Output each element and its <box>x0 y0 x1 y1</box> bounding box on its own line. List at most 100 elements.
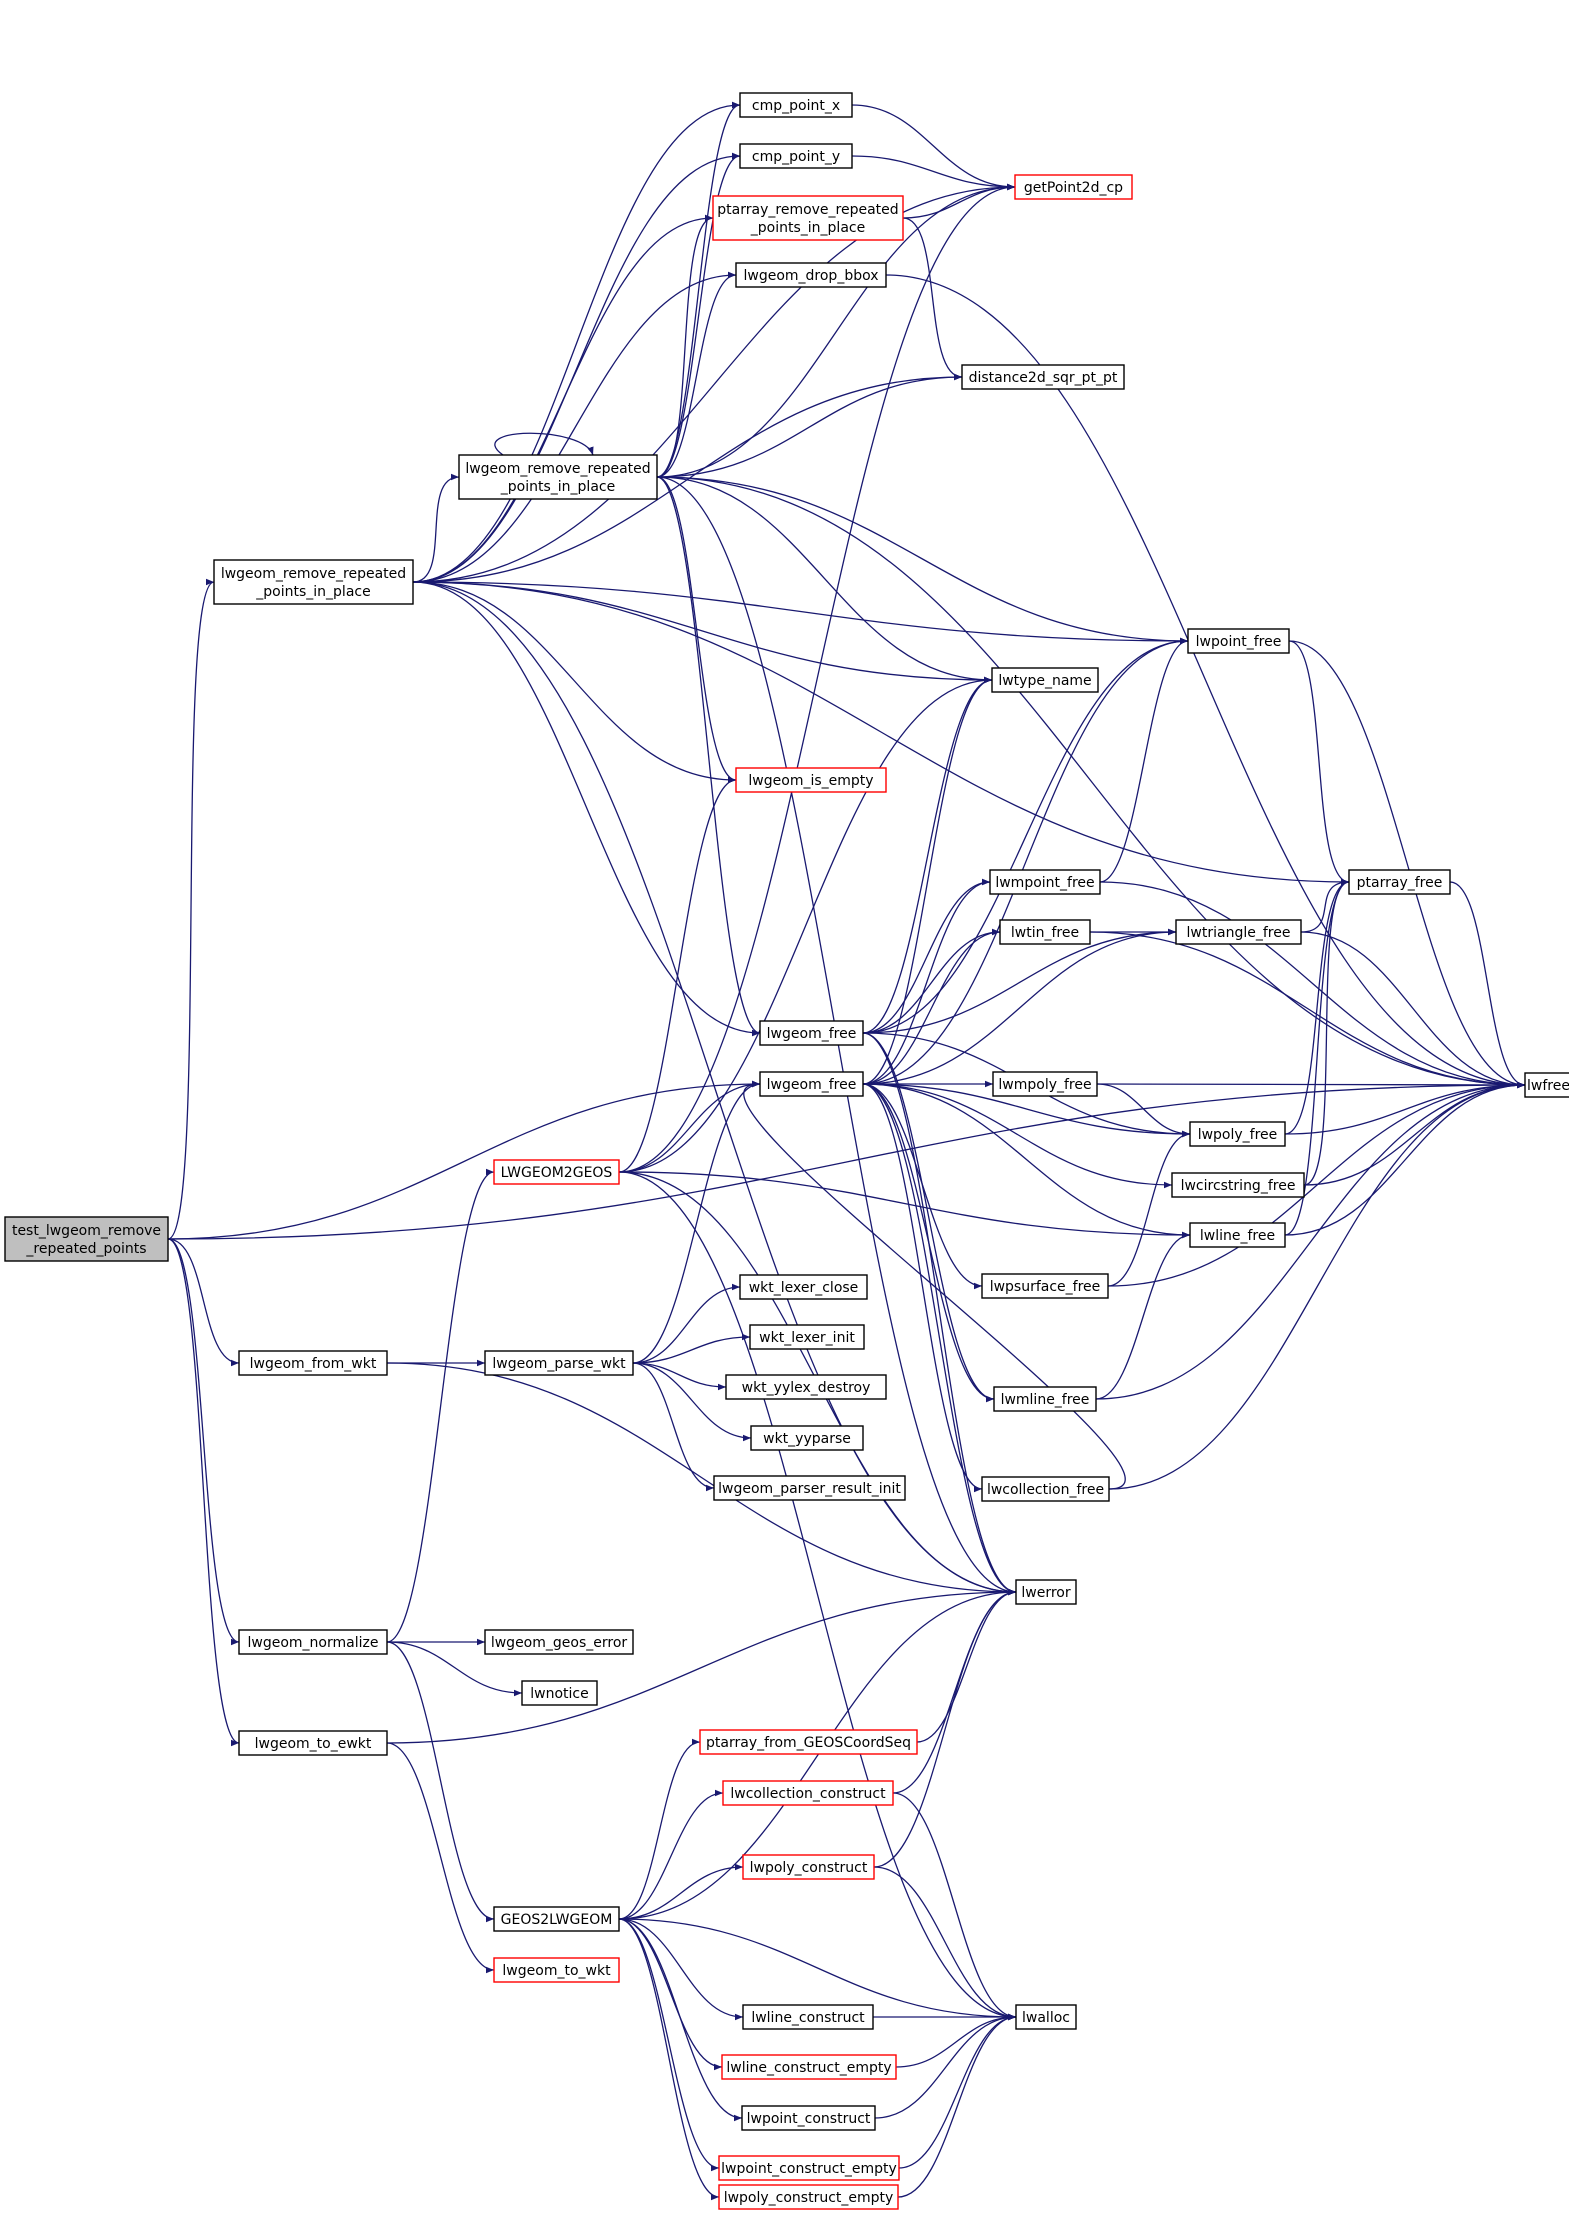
node-lwtriangle_free[interactable]: lwtriangle_free <box>1175 919 1302 945</box>
node-lwpoly_construct[interactable]: lwpoly_construct <box>742 1854 875 1880</box>
node-ptarray_from_GEOSCoordSeq[interactable]: ptarray_from_GEOSCoordSeq <box>699 1729 918 1755</box>
node-lwpoint_construct_empty[interactable]: lwpoint_construct_empty <box>718 2155 900 2181</box>
edge-lwpoly_free-to-lwfree <box>1284 1081 1526 1135</box>
edge-root-to-lwgeom_from_wkt <box>167 1238 240 1367</box>
edge-lrrp_outer-to-lwgeom_drop_bbox <box>412 271 737 583</box>
edge-GEOS2LWGEOM-to-lwline_construct_empty <box>618 1918 723 2071</box>
node-lwmpoint_free[interactable]: lwmpoint_free <box>989 869 1101 895</box>
node-wkt_yylex_destroy[interactable]: wkt_yylex_destroy <box>725 1374 887 1400</box>
edge-ptarray_free-to-lwfree <box>1449 881 1526 1089</box>
node-label: test_lwgeom_remove <box>12 1223 161 1239</box>
node-lwline_construct[interactable]: lwline_construct <box>742 2004 874 2030</box>
node-ptarray_free[interactable]: ptarray_free <box>1348 869 1451 895</box>
node-wkt_yyparse[interactable]: wkt_yyparse <box>750 1425 864 1451</box>
node-lwpoint_free[interactable]: lwpoint_free <box>1187 628 1290 654</box>
node-lwgeom_parser_result_init[interactable]: lwgeom_parser_result_init <box>713 1475 906 1501</box>
node-box <box>238 1629 388 1655</box>
node-lwerror[interactable]: lwerror <box>1015 1579 1077 1605</box>
node-box <box>521 1680 598 1706</box>
edge-lwgeom_parse_wkt-to-lwgeom_parser_result_init <box>632 1362 715 1492</box>
node-LWGEOM2GEOS[interactable]: LWGEOM2GEOS <box>493 1159 620 1185</box>
node-lwtype_name[interactable]: lwtype_name <box>991 667 1099 693</box>
edge-lrrp_outer-to-cmp_point_x <box>412 101 741 583</box>
edge-lwgeom_normalize-to-GEOS2LWGEOM <box>386 1641 495 1923</box>
node-lwpoly_construct_empty[interactable]: lwpoly_construct_empty <box>718 2184 899 2210</box>
edge-lwgeom_parse_wkt-to-wkt_yylex_destroy <box>632 1362 727 1391</box>
edge-lwgeom_free_b-to-lwtriangle_free <box>862 928 1177 1085</box>
node-lwgeom_parse_wkt[interactable]: lwgeom_parse_wkt <box>484 1350 634 1376</box>
node-lwgeom_is_empty[interactable]: lwgeom_is_empty <box>735 767 887 793</box>
node-lwnotice[interactable]: lwnotice <box>521 1680 598 1706</box>
node-lwgeom_free_a[interactable]: lwgeom_free <box>759 1020 864 1046</box>
node-root[interactable]: test_lwgeom_remove_repeated_points <box>4 1216 169 1262</box>
node-lrrp_inner[interactable]: lwgeom_remove_repeated_points_in_place <box>458 454 658 500</box>
edge-lwline_free-to-lwfree <box>1284 1081 1526 1236</box>
node-box <box>991 667 1099 693</box>
node-label: wkt_yyparse <box>763 1431 851 1447</box>
edge-lrrp_outer-to-lwpoint_free <box>412 581 1189 645</box>
node-lwcircstring_free[interactable]: lwcircstring_free <box>1171 1172 1305 1198</box>
node-lwline_construct_empty[interactable]: lwline_construct_empty <box>721 2054 897 2080</box>
edge-lwcollection_free-to-lwfree <box>1108 1081 1526 1490</box>
node-lwgeom_free_b[interactable]: lwgeom_free <box>759 1071 864 1097</box>
node-label: lwgeom_geos_error <box>491 1635 628 1651</box>
node-lwcollection_free[interactable]: lwcollection_free <box>981 1476 1110 1502</box>
node-lwcollection_construct[interactable]: lwcollection_construct <box>722 1780 894 1806</box>
edge-root-to-lwfree <box>167 1081 1526 1240</box>
node-box <box>999 919 1091 945</box>
node-label: _points_in_place <box>500 479 615 495</box>
node-label: lwtin_free <box>1011 925 1079 941</box>
node-lwpoint_construct[interactable]: lwpoint_construct <box>741 2105 876 2131</box>
node-lwgeom_drop_bbox[interactable]: lwgeom_drop_bbox <box>735 262 887 288</box>
node-lwgeom_normalize[interactable]: lwgeom_normalize <box>238 1629 388 1655</box>
node-label: lwmpoly_free <box>998 1077 1091 1093</box>
edge-lwgeom_free_a-to-lwtin_free <box>862 928 1001 1034</box>
node-label: lwgeom_parser_result_init <box>718 1481 901 1497</box>
edge-lwpoly_construct-to-lwerror <box>873 1588 1017 1868</box>
node-getPoint2d_cp[interactable]: getPoint2d_cp <box>1014 174 1133 200</box>
node-label: ptarray_free <box>1357 875 1443 891</box>
edge-GEOS2LWGEOM-to-lwline_construct <box>618 1918 744 2021</box>
node-box <box>721 2054 897 2080</box>
node-lwgeom_to_wkt[interactable]: lwgeom_to_wkt <box>493 1957 620 1983</box>
node-label: wkt_lexer_init <box>759 1330 855 1346</box>
node-ptarray_rrp[interactable]: ptarray_remove_repeated_points_in_place <box>712 195 904 241</box>
edge-lrrp_outer-to-lwtype_name <box>412 581 993 684</box>
node-cmp_point_y[interactable]: cmp_point_y <box>739 143 853 169</box>
edge-cmp_point_y-to-getPoint2d_cp <box>851 155 1016 191</box>
node-distance2d_sqr_pt_pt[interactable]: distance2d_sqr_pt_pt <box>961 364 1125 390</box>
edge-lwpsurface_free-to-lwfree <box>1107 1081 1526 1287</box>
node-label: lwgeom_free <box>767 1026 857 1042</box>
edge-lwgeom_free_b-to-lwline_free <box>862 1083 1191 1239</box>
node-lwtin_free[interactable]: lwtin_free <box>999 919 1091 945</box>
node-lwgeom_to_ewkt[interactable]: lwgeom_to_ewkt <box>238 1730 388 1756</box>
node-lwgeom_geos_error[interactable]: lwgeom_geos_error <box>484 1629 634 1655</box>
node-box <box>484 1350 634 1376</box>
edge-lrrp_inner-to-ptarray_rrp <box>656 214 714 478</box>
node-label: wkt_lexer_close <box>749 1280 859 1296</box>
edge-lrrp_outer-to-lwgeom_free_a <box>412 581 761 1037</box>
edge-lwgeom_to_ewkt-to-lwerror <box>386 1588 1017 1744</box>
node-GEOS2LWGEOM[interactable]: GEOS2LWGEOM <box>493 1906 620 1932</box>
node-lwpsurface_free[interactable]: lwpsurface_free <box>981 1273 1109 1299</box>
node-label: lwline_free <box>1200 1228 1275 1244</box>
node-lwgeom_from_wkt[interactable]: lwgeom_from_wkt <box>238 1350 388 1376</box>
node-lwmpoly_free[interactable]: lwmpoly_free <box>992 1071 1098 1097</box>
edge-lrrp_inner-to-cmp_point_x <box>656 101 741 478</box>
node-box <box>4 1216 169 1262</box>
node-wkt_lexer_init[interactable]: wkt_lexer_init <box>749 1324 865 1350</box>
edge-lrrp_outer-to-ptarray_rrp <box>412 214 714 583</box>
edge-lrrp_inner-to-lwgeom_drop_bbox <box>656 271 737 478</box>
node-lwalloc[interactable]: lwalloc <box>1015 2004 1077 2030</box>
edge-lwgeom_to_ewkt-to-lwgeom_to_wkt <box>386 1742 495 1974</box>
node-cmp_point_x[interactable]: cmp_point_x <box>739 92 853 118</box>
node-lwfree[interactable]: lwfree <box>1524 1072 1569 1098</box>
node-lwline_free[interactable]: lwline_free <box>1189 1222 1286 1248</box>
node-wkt_lexer_close[interactable]: wkt_lexer_close <box>739 1274 868 1300</box>
edge-lwgeom_free_b-to-lwmpoint_free <box>862 878 991 1085</box>
node-lrrp_outer[interactable]: lwgeom_remove_repeated_points_in_place <box>213 559 414 605</box>
node-label: lwcollection_construct <box>730 1786 886 1802</box>
edge-lwcollection_construct-to-lwalloc <box>892 1792 1017 2021</box>
node-lwpoly_free[interactable]: lwpoly_free <box>1189 1121 1286 1147</box>
node-lwmline_free[interactable]: lwmline_free <box>993 1386 1097 1412</box>
